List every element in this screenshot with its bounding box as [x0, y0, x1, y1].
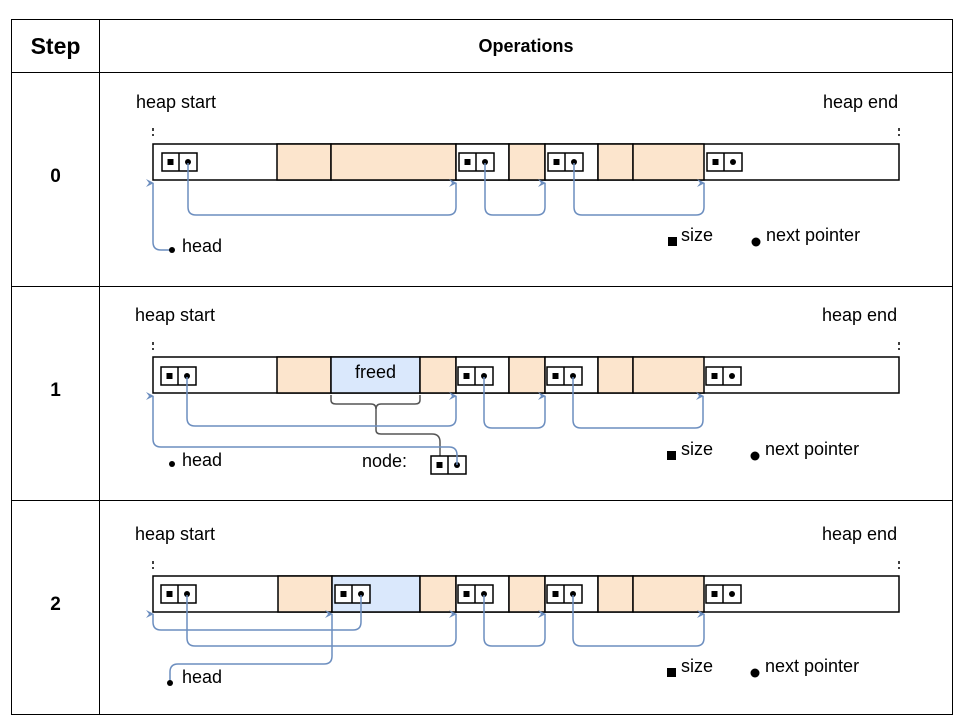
- allocated-block: [597, 356, 634, 394]
- size-legend-label: size: [681, 656, 713, 676]
- head-pointer-arrow: [146, 179, 172, 251]
- free-node-header: [706, 152, 743, 172]
- next-pointer-arrow: [186, 595, 457, 647]
- next-pointer-legend-label: next pointer: [766, 225, 860, 245]
- next-pointer-legend-icon: [750, 668, 760, 678]
- head-label: head: [182, 450, 222, 470]
- step-2-diagram: heap start heap end: [135, 524, 900, 687]
- next-pointer-arrow: [572, 377, 704, 429]
- free-node-header: [160, 584, 197, 604]
- size-legend-icon: [667, 451, 676, 460]
- heap-start-label: heap start: [136, 92, 216, 112]
- heap-end-label: heap end: [823, 92, 898, 112]
- next-pointer-legend-icon: [751, 237, 761, 247]
- allocated-block: [632, 356, 705, 394]
- head-dot: [169, 461, 175, 467]
- new-node-header: [430, 455, 467, 475]
- allocated-block: [276, 356, 332, 394]
- column-divider: [99, 20, 100, 714]
- next-pointer-arrow: [483, 595, 546, 647]
- node-next-arrow: [146, 392, 458, 465]
- size-legend-icon: [667, 668, 676, 677]
- next-pointer-arrow: [483, 377, 546, 429]
- head-dot: [169, 247, 175, 253]
- step-2-label: 2: [50, 594, 61, 615]
- free-node-header: [160, 366, 197, 386]
- next-pointer-arrow: [146, 595, 362, 631]
- allocated-block: [632, 575, 705, 613]
- header-divider: [12, 72, 952, 73]
- row-divider: [12, 500, 952, 501]
- head-pointer-arrow: [169, 610, 333, 683]
- freed-block: [330, 356, 421, 394]
- free-node-header: [334, 584, 371, 604]
- allocated-block: [597, 143, 634, 181]
- size-legend-icon: [668, 237, 677, 246]
- next-pointer-arrow: [186, 377, 457, 427]
- step-0-label: 0: [50, 166, 61, 187]
- size-legend-label: size: [681, 439, 713, 459]
- heap-end-label: heap end: [822, 305, 897, 325]
- free-node-header: [705, 366, 742, 386]
- allocated-block: [277, 575, 333, 613]
- allocated-block: [597, 575, 634, 613]
- node-label: node:: [362, 451, 407, 471]
- allocated-block: [508, 143, 546, 181]
- heap-end-label: heap end: [822, 524, 897, 544]
- free-node-header: [161, 152, 198, 172]
- head-label: head: [182, 236, 222, 256]
- head-label: head: [182, 667, 222, 687]
- free-node-header: [546, 366, 583, 386]
- next-pointer-arrow: [187, 163, 457, 216]
- free-node-header: [705, 584, 742, 604]
- head-dot: [167, 680, 173, 686]
- allocated-block: [508, 575, 546, 613]
- row-divider: [12, 286, 952, 287]
- free-node-header: [457, 366, 494, 386]
- allocated-block: [632, 143, 705, 181]
- freed-brace: [375, 395, 421, 410]
- free-node-header: [458, 152, 495, 172]
- freed-brace: [330, 395, 441, 456]
- heap-start-label: heap start: [135, 305, 215, 325]
- next-pointer-legend-label: next pointer: [765, 439, 859, 459]
- allocated-block: [419, 356, 457, 394]
- step-0-diagram: heap start heap end: [136, 92, 900, 256]
- operations-header: Operations: [478, 35, 574, 56]
- next-pointer-legend-label: next pointer: [765, 656, 859, 676]
- next-pointer-arrow: [572, 595, 705, 647]
- heap-start-label: heap start: [135, 524, 215, 544]
- allocated-block: [508, 356, 546, 394]
- step-1-diagram: heap start heap end freed: [135, 305, 900, 475]
- steps-table: Step Operations 0 1 2: [11, 19, 953, 715]
- allocated-block: [419, 575, 457, 613]
- free-node-header: [546, 584, 583, 604]
- step-1-label: 1: [50, 380, 61, 401]
- next-pointer-legend-icon: [750, 451, 760, 461]
- free-node-header: [547, 152, 584, 172]
- size-legend-label: size: [681, 225, 713, 245]
- free-node-header: [457, 584, 494, 604]
- next-pointer-arrow: [484, 163, 546, 216]
- next-pointer-arrow: [573, 163, 705, 216]
- step-header: Step: [30, 32, 81, 59]
- allocated-block: [330, 143, 457, 181]
- freed-label: freed: [355, 362, 396, 382]
- allocated-block: [276, 143, 332, 181]
